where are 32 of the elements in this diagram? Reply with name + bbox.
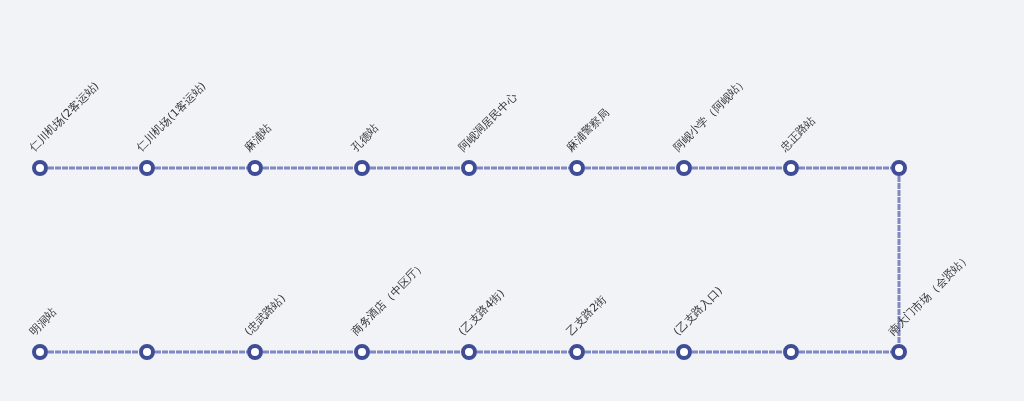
station-name: (乙支路4街) <box>455 286 508 338</box>
station-name: 阿岘小学（阿岘站） <box>670 74 750 154</box>
route-line <box>477 166 569 170</box>
station-name: 阿岘洞居民中心 <box>455 90 520 154</box>
station-name: 商务酒店（中区厅） <box>348 258 428 338</box>
station-name: 孔德站 <box>348 121 382 154</box>
route-line <box>370 166 461 170</box>
route-line <box>370 350 461 354</box>
route-line <box>155 350 247 354</box>
route-line <box>692 166 783 170</box>
station-name: 麻浦警察局 <box>563 105 612 154</box>
route-line <box>585 350 676 354</box>
station-name: 麻浦站 <box>241 121 275 154</box>
route-line <box>48 166 139 170</box>
route-line <box>897 176 901 344</box>
route-line <box>48 350 139 354</box>
station-name: 仁川机场(1客运站) <box>133 79 209 154</box>
route-line <box>585 166 676 170</box>
route-line <box>263 166 354 170</box>
station-name: 忠正路站 <box>777 113 819 154</box>
station-name: (忠武路站) <box>241 291 289 338</box>
station-name: (乙支路入口) <box>670 283 725 338</box>
route-line <box>799 166 891 170</box>
station-name: 乙支路2街 <box>563 292 610 338</box>
route-line <box>263 350 354 354</box>
station-name: 南大门市场（会贤站） <box>885 251 973 338</box>
route-line <box>477 350 569 354</box>
route-line <box>155 166 247 170</box>
station-name: 仁川机场(2客运站) <box>26 79 102 154</box>
station-name: 明洞站 <box>26 305 60 338</box>
route-line <box>692 350 783 354</box>
route-line <box>799 350 891 354</box>
